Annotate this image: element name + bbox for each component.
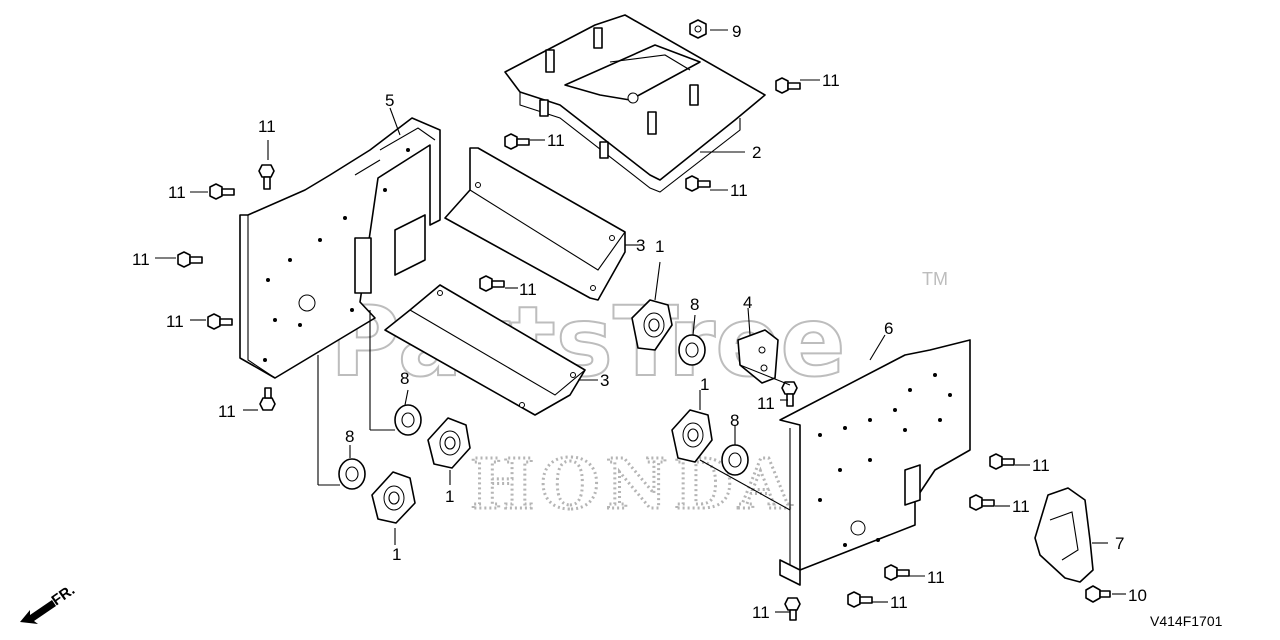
callout-11: 11 <box>1032 456 1050 475</box>
callout-5: 5 <box>385 91 394 110</box>
part-8-bearing-b <box>721 444 749 476</box>
part-3-upper-cover <box>444 147 626 301</box>
callout-1: 1 <box>655 237 664 256</box>
part-7-cover <box>1034 487 1094 583</box>
callout-11: 11 <box>218 402 236 421</box>
callout-4: 4 <box>743 293 752 312</box>
part-2-mounting-plate <box>504 14 766 193</box>
part-1-flange-a <box>631 299 673 351</box>
callout-11: 11 <box>757 394 775 413</box>
part-11-bolts <box>177 77 1015 621</box>
part-10-bolt <box>1085 585 1111 603</box>
callout-1: 1 <box>700 375 709 394</box>
callout-11: 11 <box>822 71 840 90</box>
front-direction-indicator: FR. <box>20 581 78 624</box>
callout-11: 11 <box>1012 497 1030 516</box>
callout-8: 8 <box>690 295 699 314</box>
part-1-flange-c <box>427 417 471 469</box>
callout-8: 8 <box>400 369 409 388</box>
front-arrow-icon <box>20 600 56 624</box>
callout-11: 11 <box>730 181 748 200</box>
callout-11: 11 <box>890 593 908 612</box>
callout-11: 11 <box>519 280 537 299</box>
callout-8: 8 <box>345 427 354 446</box>
callout-11: 11 <box>547 131 565 150</box>
part-1-flange-b <box>671 409 713 463</box>
callout-11: 11 <box>166 312 184 331</box>
callout-9: 9 <box>732 22 741 41</box>
callout-11: 11 <box>132 250 150 269</box>
callout-11: 11 <box>258 117 276 136</box>
part-6-right-side-plate <box>779 339 971 586</box>
part-8-bearing-a <box>678 334 706 366</box>
leader-lines <box>155 29 1126 613</box>
callout-3: 3 <box>636 236 645 255</box>
part-8-bearing-c <box>394 404 422 436</box>
part-5-left-side-plate <box>239 117 441 379</box>
callout-11: 11 <box>752 603 770 622</box>
callout-11: 11 <box>927 568 945 587</box>
diagram-code: V414F1701 <box>1150 613 1223 629</box>
callout-1: 1 <box>445 487 454 506</box>
callout-7: 7 <box>1115 534 1124 553</box>
callout-3: 3 <box>600 371 609 390</box>
part-8-bearing-d <box>338 458 366 490</box>
callout-labels: 1 1 1 1 2 3 3 4 5 6 7 8 8 8 8 9 10 11 11… <box>132 22 1147 622</box>
callout-1: 1 <box>392 545 401 564</box>
part-9-nut <box>689 19 707 39</box>
callout-11: 11 <box>168 183 186 202</box>
watermark-trademark: TM <box>922 269 948 289</box>
part-3-lower-cover <box>384 284 586 416</box>
callout-10: 10 <box>1128 586 1147 605</box>
part-1-flange-d <box>371 471 416 524</box>
callout-2: 2 <box>752 143 761 162</box>
callout-6: 6 <box>884 319 893 338</box>
callout-8: 8 <box>730 411 739 430</box>
